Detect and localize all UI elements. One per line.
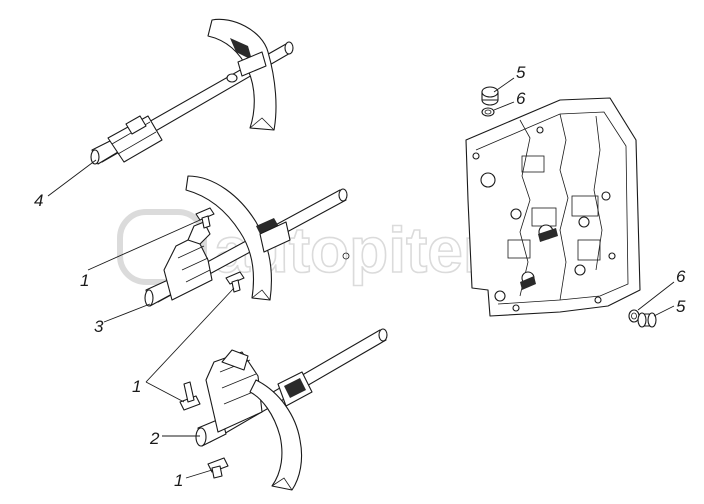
leader-3: [103, 303, 151, 323]
pin-1c: [179, 381, 201, 411]
leader-5b: [653, 305, 675, 317]
pin-1a: [195, 207, 215, 229]
callout-3: 3: [94, 317, 104, 336]
callout-1: 1: [80, 271, 89, 290]
plug-5-lower: [637, 312, 657, 328]
shift-rod-2: [195, 328, 388, 491]
watermark-logo: [117, 209, 207, 285]
washer-6-upper: [481, 107, 495, 117]
callout-1: 1: [132, 377, 141, 396]
callout-6: 6: [676, 267, 686, 286]
leader-lines: [47, 77, 675, 479]
callout-5: 5: [516, 63, 526, 82]
leader-6a: [493, 101, 515, 111]
leader-1c: [185, 469, 213, 479]
callout-2: 2: [149, 429, 160, 448]
leader-5a: [493, 77, 515, 93]
leader-1b-a: [145, 287, 235, 383]
leader-1b-b: [145, 381, 185, 403]
callout-labels: 4 1 3 1 2 1 5 6 6 5: [34, 63, 686, 490]
leader-4: [47, 159, 97, 197]
plug-5-upper: [481, 86, 499, 106]
callout-1: 1: [174, 471, 183, 490]
pin-1b: [225, 271, 245, 293]
callout-6: 6: [516, 89, 526, 108]
shift-rod-4: [90, 18, 294, 165]
gearbox-housing: [465, 97, 641, 317]
leader-6b: [637, 281, 675, 311]
pin-1d: [207, 457, 229, 479]
leader-1a: [87, 219, 201, 271]
shift-rod-3: [144, 175, 350, 307]
callout-4: 4: [34, 191, 43, 210]
callout-5: 5: [676, 297, 686, 316]
